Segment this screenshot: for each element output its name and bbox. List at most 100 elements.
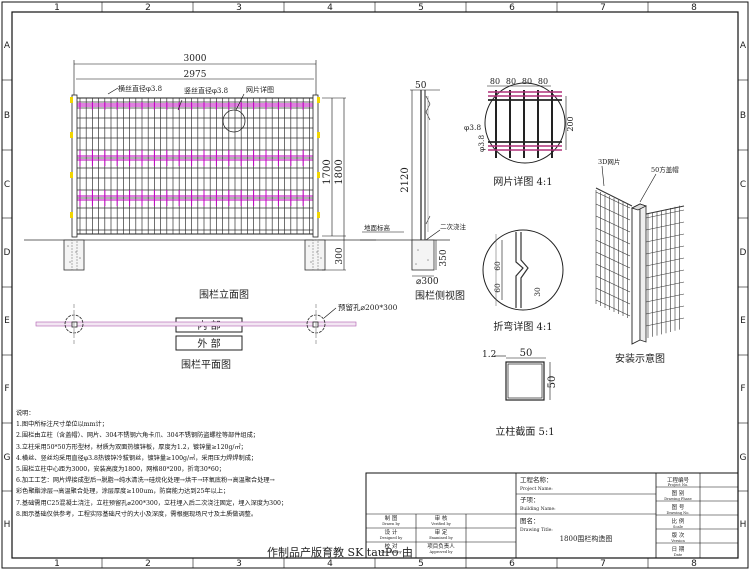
row-label: A: [740, 41, 747, 51]
dim-80: 80: [506, 77, 516, 86]
note-line: 2.围栏由立柱（含盖帽）、网片、304不锈钢六角卡爪、304不锈钢防盗螺栓等部件…: [16, 432, 259, 440]
elevation-view: 3000 2975 横丝直径φ3.8 竖丝直径φ3.8 网片详图: [24, 54, 376, 301]
bend-detail-title: 折弯详图 4:1: [493, 320, 552, 333]
side-view: 50 2120 地面标高 二次浇注 350 ⌀300 围栏侧视图: [360, 81, 467, 302]
col-label: 2: [145, 3, 151, 13]
grid-labels: 1 2 3 4 5 6 7 8 1 2 3 4 5 6 7 8 A B C D …: [4, 3, 747, 569]
col-label: 2: [145, 559, 151, 569]
notes-heading: 说明：: [16, 410, 35, 417]
post-left: [71, 94, 78, 238]
dim-1-2: 1.2: [482, 350, 496, 360]
row-label: D: [740, 248, 747, 258]
tb-check-en: Checked by: [380, 550, 402, 554]
post-section: 50 50 1.2 立柱截面 5:1: [482, 348, 558, 438]
note-line: 3.立柱采用50*50方形型材，材质为双面热镀锌板，厚度为1.2，镀锌量≥120…: [16, 443, 247, 451]
col-label: 3: [236, 3, 242, 13]
label-ground: 地面标高: [364, 223, 391, 232]
label-3d-mesh: 3D网片: [598, 157, 620, 166]
col-label: 8: [691, 3, 697, 13]
title-block-text: 工程名称： Project Name: 子项： Building Name: 图…: [380, 475, 692, 557]
dim-1700: 1700: [322, 159, 333, 184]
tb-drawing-no: 图 号: [672, 503, 685, 511]
dim-2120: 2120: [400, 167, 411, 192]
tb-date: 日 期: [672, 546, 685, 553]
dim-80: 80: [522, 77, 532, 86]
row-label: F: [4, 384, 9, 394]
footing-hatch: [67, 245, 322, 263]
tb-drawing-value: 1800围栏构造图: [560, 534, 613, 543]
elevation-title: 围栏立面图: [199, 288, 249, 301]
row-label: E: [740, 316, 746, 326]
tb-verify-en: Verified by: [430, 522, 452, 526]
dim-50b: 50: [547, 376, 558, 389]
horizontal-wires: [74, 101, 316, 231]
dim-350: 350: [439, 249, 449, 266]
footing-right: [304, 239, 326, 271]
tb-version-en: Version: [670, 539, 685, 543]
phi-label-2: φ3.8: [477, 135, 486, 152]
dim-200: 200: [566, 116, 575, 131]
tb-drawn: 制 图: [385, 514, 398, 522]
tb-drawn-en: Drawn by: [382, 522, 401, 526]
col-label: 7: [600, 3, 606, 13]
note-line: 6.加工工艺：网片焊接成型后→脱脂→纯水清洗→硅烷化处理→烘干→环氧底粉→高温聚…: [16, 477, 275, 485]
dim-80: 80: [490, 77, 500, 86]
label-hole: 预留孔⌀200*300: [338, 302, 398, 312]
row-label: D: [4, 248, 11, 258]
col-label: 6: [509, 3, 515, 13]
dim-60b: 60: [493, 283, 502, 293]
plan-mesh-line: [35, 321, 357, 327]
col-label: 1: [54, 3, 60, 13]
col-label: 4: [327, 559, 333, 569]
dim-60a: 60: [493, 261, 502, 271]
dim-2975: 2975: [184, 70, 207, 80]
side-title: 围栏侧视图: [415, 289, 465, 302]
notes-block: 说明： 1.图中所标注尺寸单位以mm计； 2.围栏由立柱（含盖帽）、网片、304…: [16, 408, 366, 520]
note-line: 彩色聚酯涂层→高温聚合处理，涂层厚度≥100um，防腐能力达到25年以上；: [16, 488, 230, 496]
tb-scale-en: Scale: [673, 525, 683, 529]
col-label: 6: [509, 559, 515, 569]
note-line: 7.基础需用C25混凝土浇注，立柱预留孔⌀200*300，立柱埋入后二次浇注固定…: [16, 499, 288, 507]
phi-label-1: φ3.8: [464, 123, 481, 132]
plan-view: 内 部 预留孔⌀200*300 外 部 围栏平面图: [35, 302, 398, 371]
detail-circle: [222, 109, 246, 133]
note-line: 8.图示基础仅供参考，工程实际基础尺寸的大小及深度，需根据现场尺寸及土质做调整。: [16, 510, 258, 518]
row-label: A: [4, 41, 11, 51]
mesh-detail-title: 网片详图 4:1: [493, 175, 552, 188]
tb-drawing-no-en: Drawing No.: [666, 511, 689, 515]
outside-box: [175, 335, 243, 351]
mesh-detail: 80 80 80 80 200 φ3.8 φ3.8 网片详图 4:1: [464, 77, 575, 188]
row-label: H: [740, 520, 747, 530]
tb-approve: 项目负责人: [427, 542, 455, 550]
col-label: 5: [418, 3, 424, 13]
bend-detail: 60 60 30 折弯详图 4:1: [482, 229, 564, 333]
section-title: 立柱截面 5:1: [495, 425, 554, 438]
footing-left: [63, 239, 85, 271]
title-block: [365, 472, 739, 559]
tb-scale: 比 例: [672, 517, 685, 525]
row-label: C: [4, 180, 10, 190]
row-label: B: [740, 111, 746, 121]
tb-examine-en: Examined by: [429, 536, 454, 540]
plan-title: 围栏平面图: [181, 358, 231, 371]
dim-300-dia: ⌀300: [416, 277, 439, 287]
dim-50: 50: [415, 81, 427, 91]
clamp-marks: [70, 97, 320, 218]
label-detail: 网片详图: [246, 85, 274, 94]
vertical-wires: [79, 98, 310, 234]
col-label: 1: [54, 559, 60, 569]
row-label: G: [740, 453, 747, 463]
tb-sub-item: 子项：: [520, 496, 540, 504]
tb-approve-en: Approved by: [428, 550, 453, 554]
tb-drawing-title: Drawing Title:: [520, 527, 553, 533]
tb-design-en: Designed by: [380, 536, 403, 540]
dim-3000: 3000: [184, 54, 207, 64]
tb-project-name-en: Project Name:: [520, 486, 553, 492]
dim-300: 300: [335, 247, 345, 264]
note-line: 1.图中所标注尺寸单位以mm计；: [16, 421, 108, 429]
label-pour: 二次浇注: [440, 222, 467, 231]
row-label: E: [4, 316, 10, 326]
detail-mesh-wires: [488, 90, 562, 158]
